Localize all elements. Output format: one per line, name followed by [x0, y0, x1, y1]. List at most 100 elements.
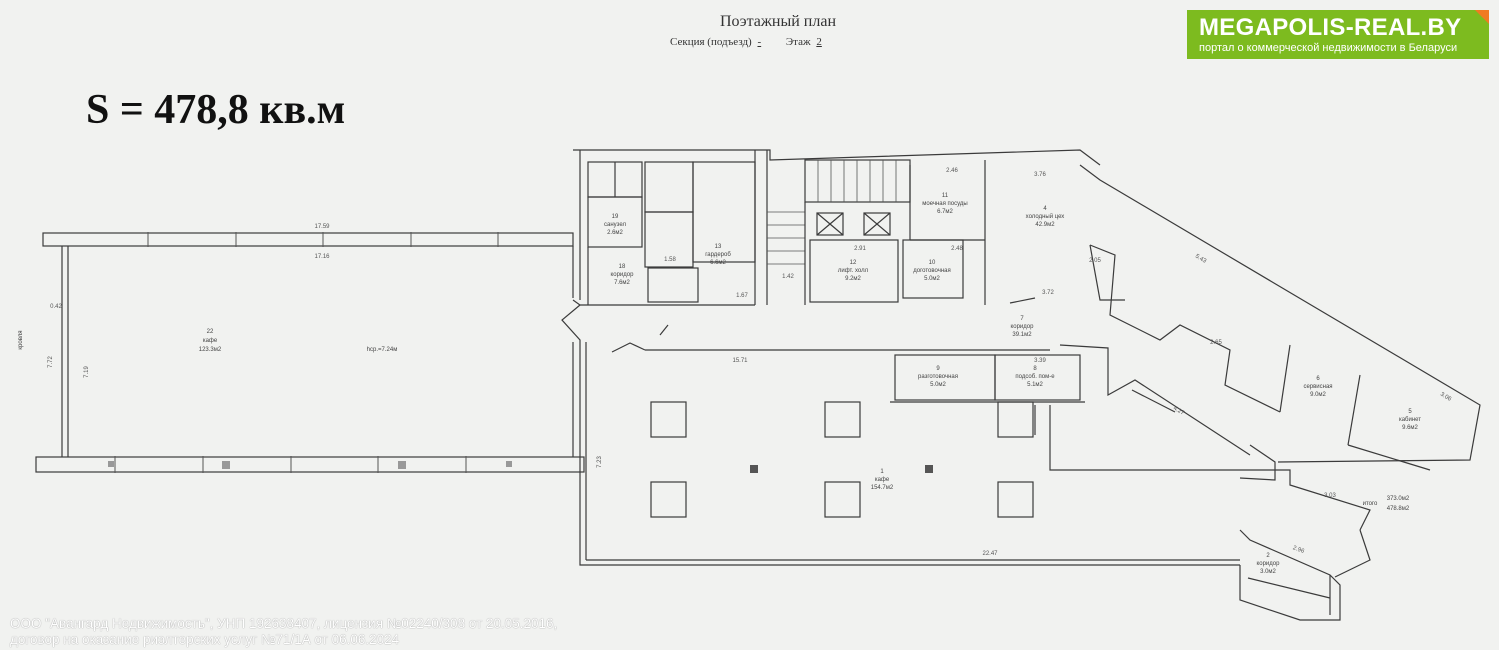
room-4-area: 42.9м2 [1035, 222, 1055, 228]
room-8-number: 8 [1033, 366, 1037, 372]
lift-hall-room [809, 239, 899, 303]
dim-wc: 1.58 [664, 257, 676, 263]
footer-line-2: договор на оказание риэлтерских услуг №7… [10, 632, 400, 647]
room-labels: 22 кафе 123.3м2 hср.=7.24м 1 кафе 154.7м… [18, 193, 1421, 575]
dim-top-outer: 17.59 [314, 224, 330, 230]
room-18-area: 7.6м2 [614, 280, 630, 286]
logo-tagline: портал о коммерческой недвижимости в Бел… [1199, 42, 1458, 54]
plan-title: Поэтажный план [719, 13, 837, 30]
floor-label: Этаж [785, 36, 811, 48]
room-5-name: кабинет [1399, 417, 1421, 423]
room-2-outline [1239, 529, 1341, 621]
room-8-area: 5.1м2 [1027, 382, 1043, 388]
room-8-name: подсоб. пом-е [1015, 374, 1055, 380]
room-10-number: 10 [929, 260, 936, 266]
column [650, 481, 687, 518]
room-7-area: 39.1м2 [1012, 332, 1032, 338]
dim-east-inner: 2.65 [1210, 340, 1222, 346]
room-13-number: 13 [715, 244, 722, 250]
dim-prep: 2.48 [951, 246, 963, 252]
room-22-name: кафе [203, 338, 218, 344]
hall-height-note: hср.=7.24м [367, 347, 398, 353]
dim-left-inner: 7.19 [84, 366, 90, 378]
dim-room-8: 3.39 [1034, 358, 1046, 364]
dim-top-inner: 17.16 [314, 254, 330, 260]
room-2-name: коридор [1257, 561, 1281, 567]
dim-left-outer: 7.72 [48, 356, 54, 368]
room-19-number: 19 [612, 214, 619, 220]
logo-corner-icon [1475, 10, 1489, 24]
room-10-name: доготовочная [913, 268, 950, 274]
wall-top-left-hall [42, 232, 574, 247]
room-11-number: 11 [942, 193, 949, 199]
dim-diagonal: 4.27 [1172, 406, 1186, 417]
room-12-name: лифт. холл [838, 268, 869, 274]
room-19-area: 2.6м2 [607, 230, 623, 236]
section-value: - [757, 36, 762, 48]
dim-central: 15.71 [732, 358, 748, 364]
dim-service: 3.03 [1324, 493, 1336, 499]
column [824, 401, 861, 438]
room-8-outline [994, 354, 1081, 401]
wall-top-central [573, 149, 1101, 166]
wall-east-wing [1079, 164, 1481, 463]
dim-cold-shop: 3.76 [1034, 172, 1046, 178]
dim-stair: 1.42 [782, 274, 794, 280]
room-4-name: холодный цех [1026, 213, 1065, 220]
room-9-area: 5.0м2 [930, 382, 946, 388]
room-6-name: сервисная [1303, 384, 1332, 390]
stairwell [804, 159, 911, 203]
dim-bottom: 22.47 [982, 551, 998, 557]
room-12-number: 12 [850, 260, 857, 266]
room-12-area: 9.2м2 [845, 276, 861, 282]
room-4-number: 4 [1043, 206, 1047, 212]
dim-wardrobe: 1.67 [736, 293, 748, 299]
roof-label: кровля [18, 330, 24, 349]
dim-east-wing: 5.43 [1194, 254, 1208, 265]
site-logo[interactable]: MEGAPOLIS-REAL.BY портал о коммерческой … [1187, 10, 1489, 59]
room-19-name: санузел [604, 222, 626, 228]
room-1-number: 1 [880, 469, 884, 475]
room-18-name: коридор [611, 272, 635, 278]
room-22-area: 123.3м2 [199, 347, 222, 353]
dim-lift: 2.91 [854, 246, 866, 252]
dim-central-height: 7.23 [597, 456, 603, 468]
room-10-area: 5.0м2 [924, 276, 940, 282]
wall-bottom-left-hall [35, 456, 585, 473]
room-6-area: 9.0м2 [1310, 392, 1326, 398]
plan-subtitle: Секция (подъезд) - Этаж 2 [670, 36, 822, 48]
dim-corridor-2: 2.96 [1292, 545, 1306, 555]
room-11-name: моечная посуды [922, 201, 968, 207]
total-area-label: S = 478,8 кв.м [86, 87, 346, 133]
room-5-number: 5 [1408, 409, 1412, 415]
column [997, 481, 1034, 518]
room-22-number: 22 [207, 329, 214, 335]
logo-name: MEGAPOLIS-REAL.BY [1199, 14, 1462, 41]
dimension-labels: 17.59 17.16 7.72 7.19 0.42 15.71 7.23 22… [48, 168, 1453, 557]
total-area-b: 478.8м2 [1387, 506, 1410, 512]
room-1-area: 154.7м2 [871, 485, 894, 491]
room-18-number: 18 [619, 264, 626, 270]
column [650, 401, 687, 438]
room-2-area: 3.0м2 [1260, 569, 1276, 575]
lift-shaft-1 [816, 212, 844, 236]
section-label: Секция (подъезд) [670, 36, 752, 48]
room-13-name: гардероб [705, 252, 731, 258]
column [997, 401, 1034, 438]
footer-line-1: ООО "Авангард Недвижимость", УНП 1926384… [10, 616, 558, 631]
total-label: итого [1363, 501, 1378, 507]
wall-lower-outline [561, 299, 1240, 566]
room-9-name: разготовочная [918, 374, 958, 380]
dim-cabinet: 3.06 [1439, 392, 1453, 403]
lift-shaft-2 [863, 212, 891, 236]
room-13-area: 6.6м2 [710, 260, 726, 266]
room-5-area: 9.6м2 [1402, 425, 1418, 431]
dim-small: 0.42 [50, 304, 62, 310]
dim-wash: 2.46 [946, 168, 958, 174]
room-7-name: коридор [1011, 324, 1035, 330]
room-6-number: 6 [1316, 376, 1320, 382]
room-11-area: 6.7м2 [937, 209, 953, 215]
dim-niche: 2.05 [1089, 258, 1101, 264]
